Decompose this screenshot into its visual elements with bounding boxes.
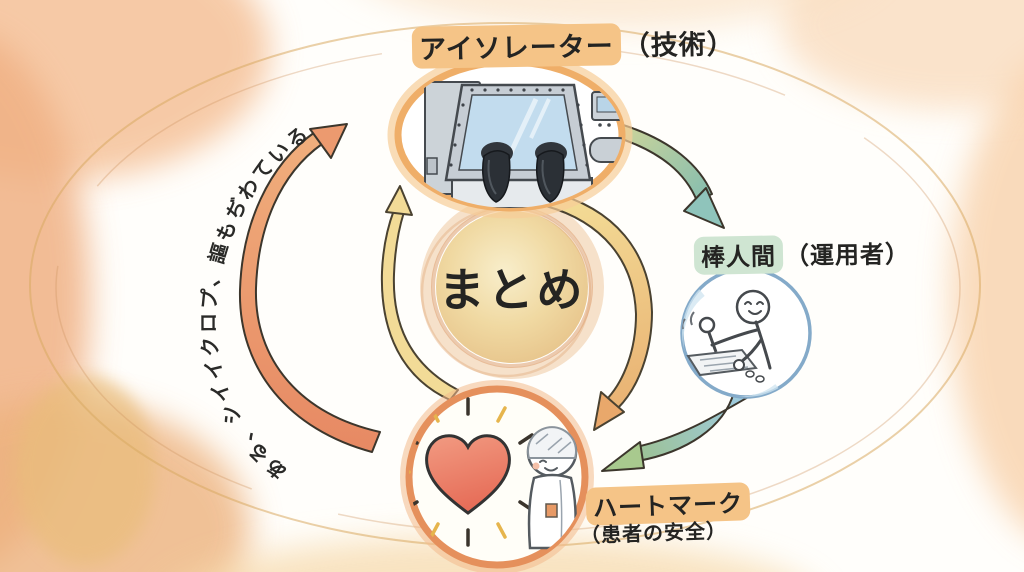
label-isolator-term: アイソレーター: [411, 23, 622, 69]
figure-eye-right: [756, 301, 764, 305]
wash-top-right: [780, 0, 1024, 110]
isolator-latch: [426, 157, 438, 175]
panel-button-2: [755, 375, 765, 383]
arrow-heart-to-isolator-head: [309, 123, 348, 159]
label-operator-qualifier: （運用者）: [784, 240, 911, 271]
patient-bandage: [527, 426, 577, 459]
patient-smile: [544, 467, 558, 472]
inner-arrow-left-up-head: [385, 185, 413, 216]
center-circle-fill: [436, 211, 588, 363]
figure-smile: [748, 310, 762, 315]
glovebox-isolator-icon: [424, 81, 637, 208]
glove-left-highlight: [487, 159, 497, 195]
cylinder-handle-bottom: [631, 165, 637, 171]
wash-top-left: [0, 0, 270, 180]
glass-shine-2: [529, 98, 551, 139]
motion-line-1: [689, 311, 695, 326]
patient-eye: [539, 459, 547, 463]
outer-cycle-arrows: [238, 123, 751, 472]
arrow-isolator-to-operator-head: [683, 187, 725, 229]
node-operator: [680, 267, 812, 399]
arrow-operator-to-heart-head: [601, 441, 645, 472]
figure-hand: [733, 359, 745, 371]
label-operator-term: 棒人間: [693, 235, 784, 275]
figure-head: [735, 289, 771, 325]
arrow-operator-to-heart: [635, 391, 751, 462]
heart-and-patient-icon: [409, 397, 578, 550]
label-operator: 棒人間（運用者）: [693, 233, 911, 275]
frame-rivets: [449, 88, 589, 167]
patient-blush: [532, 462, 540, 470]
monitor-knob-1: [598, 123, 602, 127]
joystick-knob: [698, 316, 716, 334]
label-isolator-qualifier: （技術）: [622, 29, 735, 63]
patient-badge: [545, 503, 558, 518]
figure-arm-to-lever: [710, 328, 759, 347]
heart-icon: [425, 434, 511, 515]
label-isolator: アイソレーター（技術）: [411, 21, 735, 69]
node-isolator: [387, 51, 637, 219]
patient-bandage-hatch: [535, 433, 572, 454]
panel-button-1: [745, 370, 755, 378]
monitor-knob-2: [607, 123, 611, 127]
node-heart: [400, 380, 594, 572]
wash-amber-patch: [15, 375, 155, 565]
heart-ring-halo: [400, 380, 594, 572]
label-heart-qualifier: （患者の安全）: [579, 518, 728, 548]
inner-arrow-right-down-head: [593, 391, 625, 431]
center-title: まとめ: [438, 263, 586, 317]
joystick-lever: [706, 329, 718, 353]
wash-right-band: [950, 71, 1024, 529]
glove-right-highlight: [541, 159, 551, 195]
inner-cycle-arrows: [380, 185, 653, 431]
figure-body: [754, 320, 772, 370]
figure-eye-left: [744, 301, 752, 305]
